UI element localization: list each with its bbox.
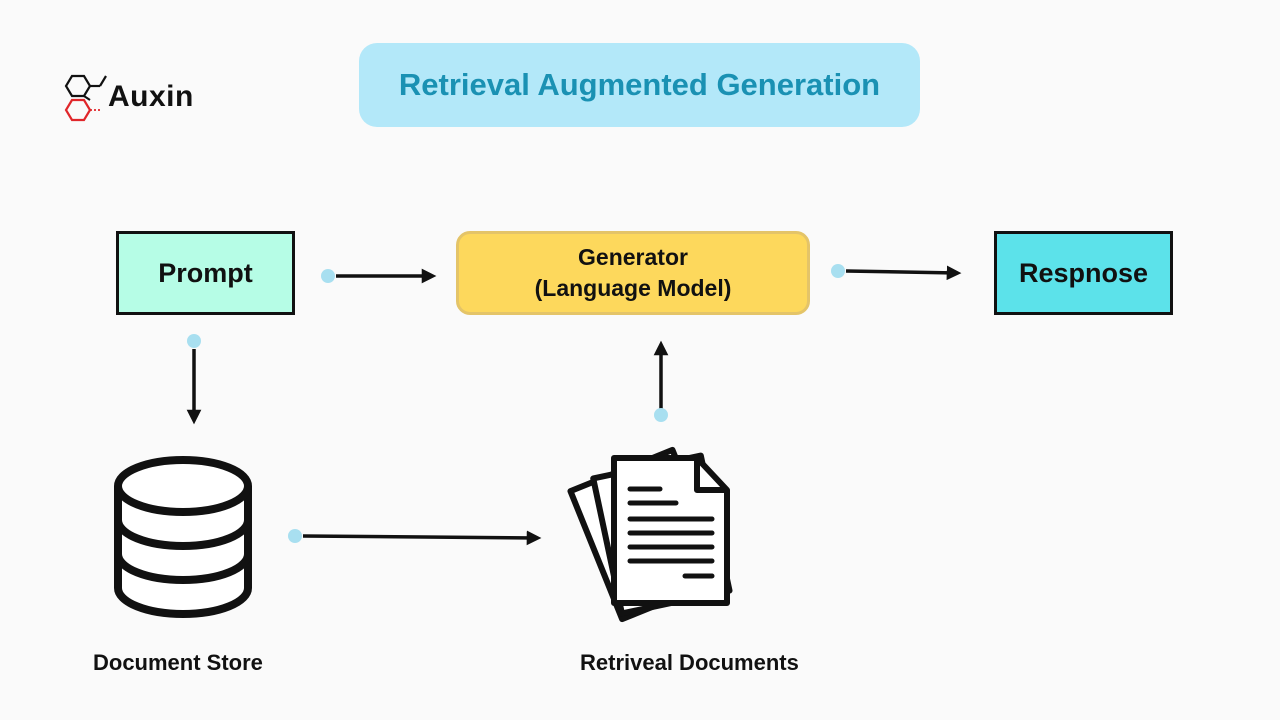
prompt-node: Prompt xyxy=(116,231,295,315)
connector-dot xyxy=(187,334,201,348)
connector-dot xyxy=(321,269,335,283)
retrieval-documents-label: Retriveal Documents xyxy=(580,650,799,675)
connector-dot xyxy=(654,408,668,422)
database-icon xyxy=(114,456,252,618)
arrow-prompt-to-generator xyxy=(321,268,437,284)
brand-logo: Auxin xyxy=(58,72,218,128)
generator-subtitle: (Language Model) xyxy=(534,275,732,301)
generator-title: Generator xyxy=(578,244,688,270)
response-node: Respnose xyxy=(994,231,1173,315)
hexagon-molecule-icon xyxy=(64,74,107,122)
arrow-store-to-docs xyxy=(288,529,542,546)
connector-dot xyxy=(831,264,845,278)
arrow-generator-to-response xyxy=(831,264,962,281)
document-store-label: Document Store xyxy=(93,650,263,675)
arrow-prompt-to-store xyxy=(186,334,202,425)
generator-node: Generator (Language Model) xyxy=(456,231,810,315)
arrow-docs-to-generator xyxy=(653,340,669,422)
diagram-title: Retrieval Augmented Generation xyxy=(359,43,920,127)
documents-stack-icon xyxy=(567,446,733,623)
brand-name: Auxin xyxy=(108,80,194,113)
connector-dot xyxy=(288,529,302,543)
